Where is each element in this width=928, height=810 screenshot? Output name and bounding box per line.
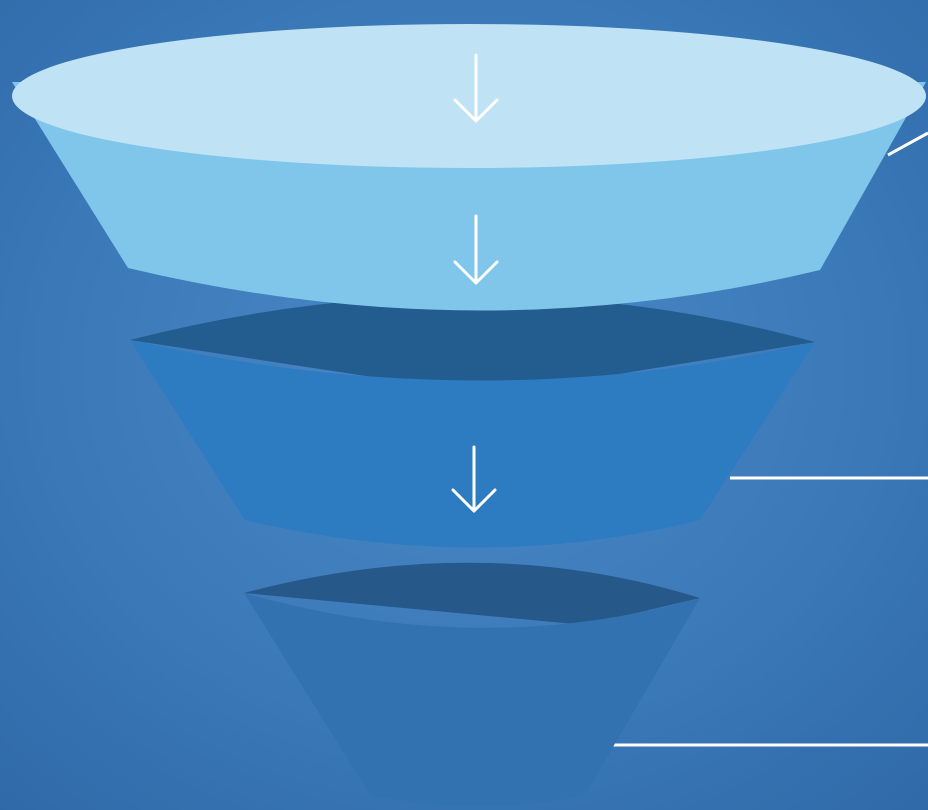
funnel-tier-top (12, 24, 926, 311)
tier-top-rim (12, 24, 926, 168)
